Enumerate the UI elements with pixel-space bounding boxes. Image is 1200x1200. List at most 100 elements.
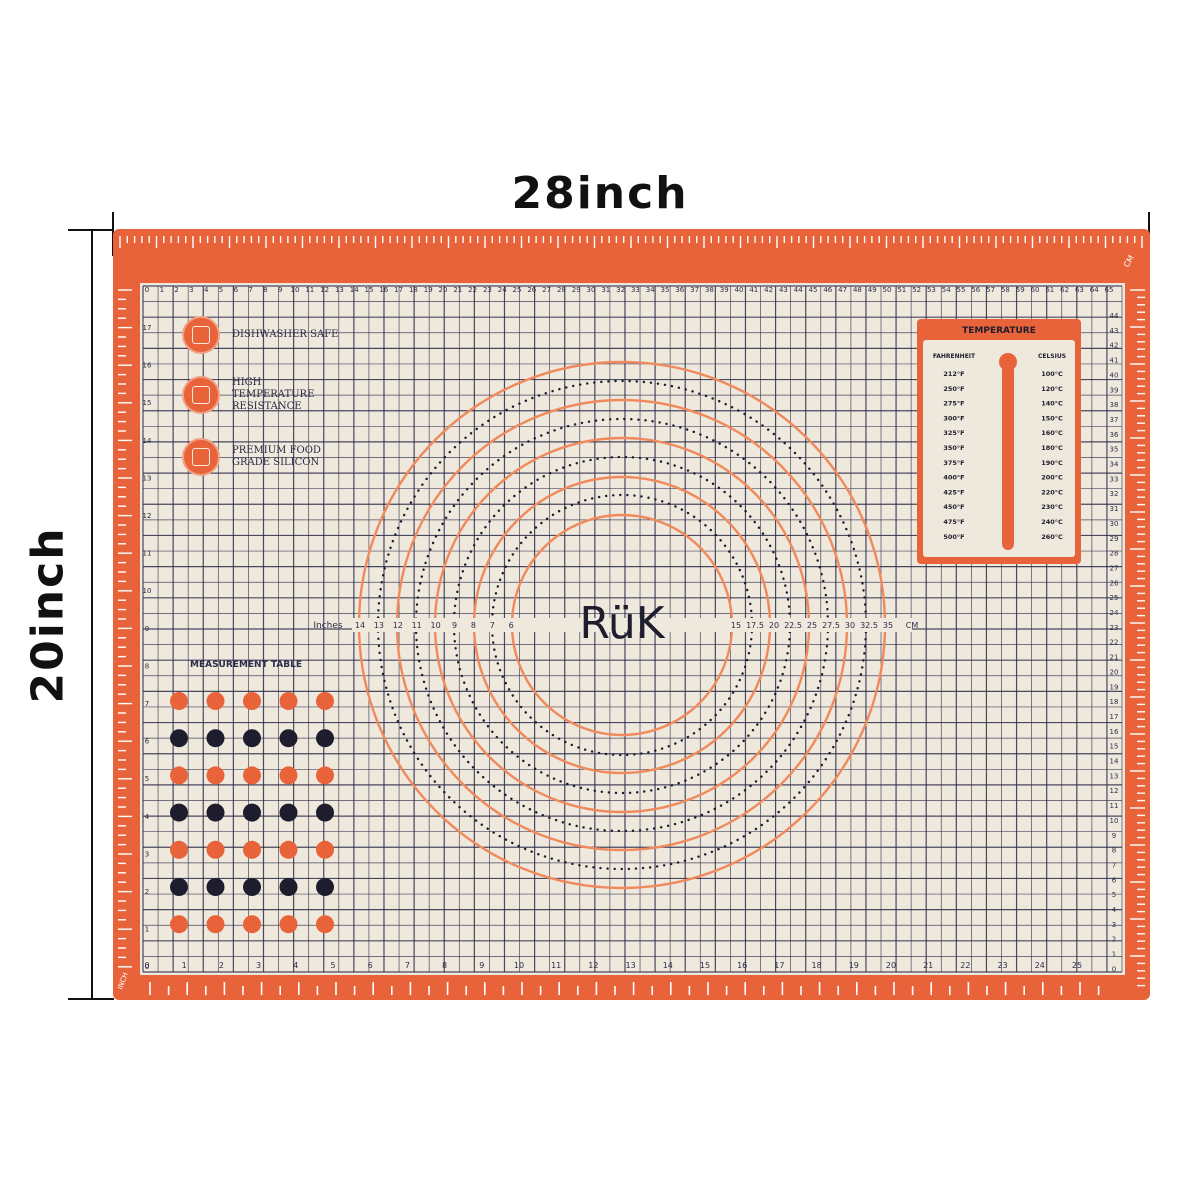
measurement-dot xyxy=(279,729,298,748)
ruler-label-top: 12 xyxy=(320,286,329,294)
fahrenheit-value: 450°F xyxy=(943,503,964,511)
inches-scale-label: Inches xyxy=(313,621,343,631)
ruler-label-right: 21 xyxy=(1110,654,1119,662)
measurement-dot xyxy=(279,692,298,710)
ruler-label-top: 4 xyxy=(204,286,209,294)
measurement-dot xyxy=(279,915,298,934)
ruler-label-top: 58 xyxy=(1001,286,1010,294)
measurement-dot xyxy=(170,878,188,896)
celsius-value: 150°C xyxy=(1041,414,1063,422)
cm-scale-value: 35 xyxy=(883,621,893,630)
ruler-label-left: 0 xyxy=(145,963,149,971)
ruler-label-top: 37 xyxy=(690,286,699,294)
measurement-dot xyxy=(316,840,334,859)
ruler-label-top: 20 xyxy=(439,286,448,294)
ruler-label-top: 27 xyxy=(542,286,551,294)
ruler-label-bottom: 14 xyxy=(663,961,673,970)
feature-label: PREMIUM FOOD GRADE SILICON xyxy=(232,445,321,468)
ruler-label-bottom: 15 xyxy=(700,961,710,970)
ruler-label-top: 24 xyxy=(498,286,507,294)
ruler-label-bottom: 20 xyxy=(886,961,896,970)
cm-scale-value: 30 xyxy=(845,621,855,630)
temperature-title: TEMPERATURE xyxy=(962,326,1036,336)
fahrenheit-value: 375°F xyxy=(943,459,964,467)
ruler-label-top: 36 xyxy=(675,286,684,294)
ruler-label-top: 61 xyxy=(1045,286,1054,294)
ruler-label-top: 42 xyxy=(764,286,773,294)
ruler-label-right: 37 xyxy=(1110,416,1119,424)
ruler-label-top: 33 xyxy=(631,286,640,294)
ruler-label-left: 8 xyxy=(145,662,149,670)
ruler-label-top: 51 xyxy=(897,286,906,294)
measurement-dot xyxy=(316,766,334,785)
ruler-label-right: 31 xyxy=(1110,505,1119,513)
measurement-dot xyxy=(243,692,261,710)
ruler-label-top: 47 xyxy=(838,286,847,294)
ruler-label-left: 12 xyxy=(143,512,152,520)
measurement-dot xyxy=(206,878,225,896)
cm-scale-value: 22.5 xyxy=(784,621,802,630)
ruler-label-top: 14 xyxy=(350,286,359,294)
ruler-label-top: 31 xyxy=(601,286,610,294)
fahrenheit-value: 250°F xyxy=(943,385,964,393)
ruler-label-bottom: 19 xyxy=(849,961,859,970)
ruler-label-top: 46 xyxy=(823,286,832,294)
ruler-label-left: 7 xyxy=(145,700,149,708)
ruler-label-top: 28 xyxy=(557,286,566,294)
ruler-label-left: 10 xyxy=(143,587,152,595)
ruler-label-bottom: 1 xyxy=(182,961,187,970)
inch-scale-value: 6 xyxy=(509,621,514,630)
ruler-label-right: 6 xyxy=(1112,876,1117,884)
ruler-label-right: 35 xyxy=(1110,446,1119,454)
height-dimension-tick-top xyxy=(68,229,114,231)
ruler-label-left: 17 xyxy=(143,324,152,332)
ruler-label-top: 60 xyxy=(1031,286,1040,294)
ruler-label-bottom: 24 xyxy=(1035,961,1045,970)
measurement-dot xyxy=(170,729,188,748)
ruler-label-right: 3 xyxy=(1112,921,1116,929)
ruler-label-bottom: 16 xyxy=(737,961,747,970)
ruler-label-right: 33 xyxy=(1110,475,1119,483)
ruler-label-right: 30 xyxy=(1110,520,1119,528)
measurement-dot xyxy=(170,840,188,859)
cm-scale-label: CM xyxy=(906,621,919,630)
ruler-label-bottom: 10 xyxy=(514,961,524,970)
ruler-label-top: 39 xyxy=(720,286,729,294)
ruler-label-top: 41 xyxy=(749,286,758,294)
ruler-label-left: 5 xyxy=(145,775,149,783)
ruler-label-top: 50 xyxy=(883,286,892,294)
measurement-dot xyxy=(170,803,188,822)
cm-scale-value: 20 xyxy=(769,621,779,630)
ruler-label-top: 43 xyxy=(779,286,788,294)
ruler-label-right: 38 xyxy=(1110,401,1119,409)
inch-scale-value: 13 xyxy=(374,621,384,630)
ruler-label-top: 9 xyxy=(278,286,282,294)
ruler-label-right: 10 xyxy=(1110,817,1119,825)
ruler-label-top: 53 xyxy=(927,286,936,294)
ruler-label-top: 38 xyxy=(705,286,714,294)
inch-scale-value: 11 xyxy=(412,621,422,630)
ruler-label-top: 25 xyxy=(513,286,522,294)
ruler-label-top: 62 xyxy=(1060,286,1069,294)
ruler-label-right: 28 xyxy=(1110,550,1119,558)
ruler-label-left: 4 xyxy=(145,813,150,821)
ruler-label-bottom: 11 xyxy=(551,961,561,970)
measurement-dot xyxy=(170,766,188,785)
ruler-label-top: 63 xyxy=(1075,286,1084,294)
measurement-dot xyxy=(279,878,298,896)
ruler-label-right: 29 xyxy=(1110,535,1119,543)
ruler-label-top: 2 xyxy=(174,286,178,294)
ruler-label-top: 17 xyxy=(394,286,403,294)
ruler-label-left: 6 xyxy=(145,738,150,746)
ruler-label-left: 16 xyxy=(143,362,152,370)
ruler-label-top: 11 xyxy=(305,286,314,294)
ruler-label-top: 65 xyxy=(1105,286,1114,294)
celsius-value: 180°C xyxy=(1041,444,1063,452)
ruler-label-top: 49 xyxy=(868,286,877,294)
ruler-label-left: 3 xyxy=(145,850,149,858)
height-dimension-tick-bottom xyxy=(68,998,114,1000)
fahrenheit-value: 275°F xyxy=(943,400,964,408)
measurement-dot xyxy=(206,840,225,859)
ruler-label-right: 34 xyxy=(1110,461,1119,469)
